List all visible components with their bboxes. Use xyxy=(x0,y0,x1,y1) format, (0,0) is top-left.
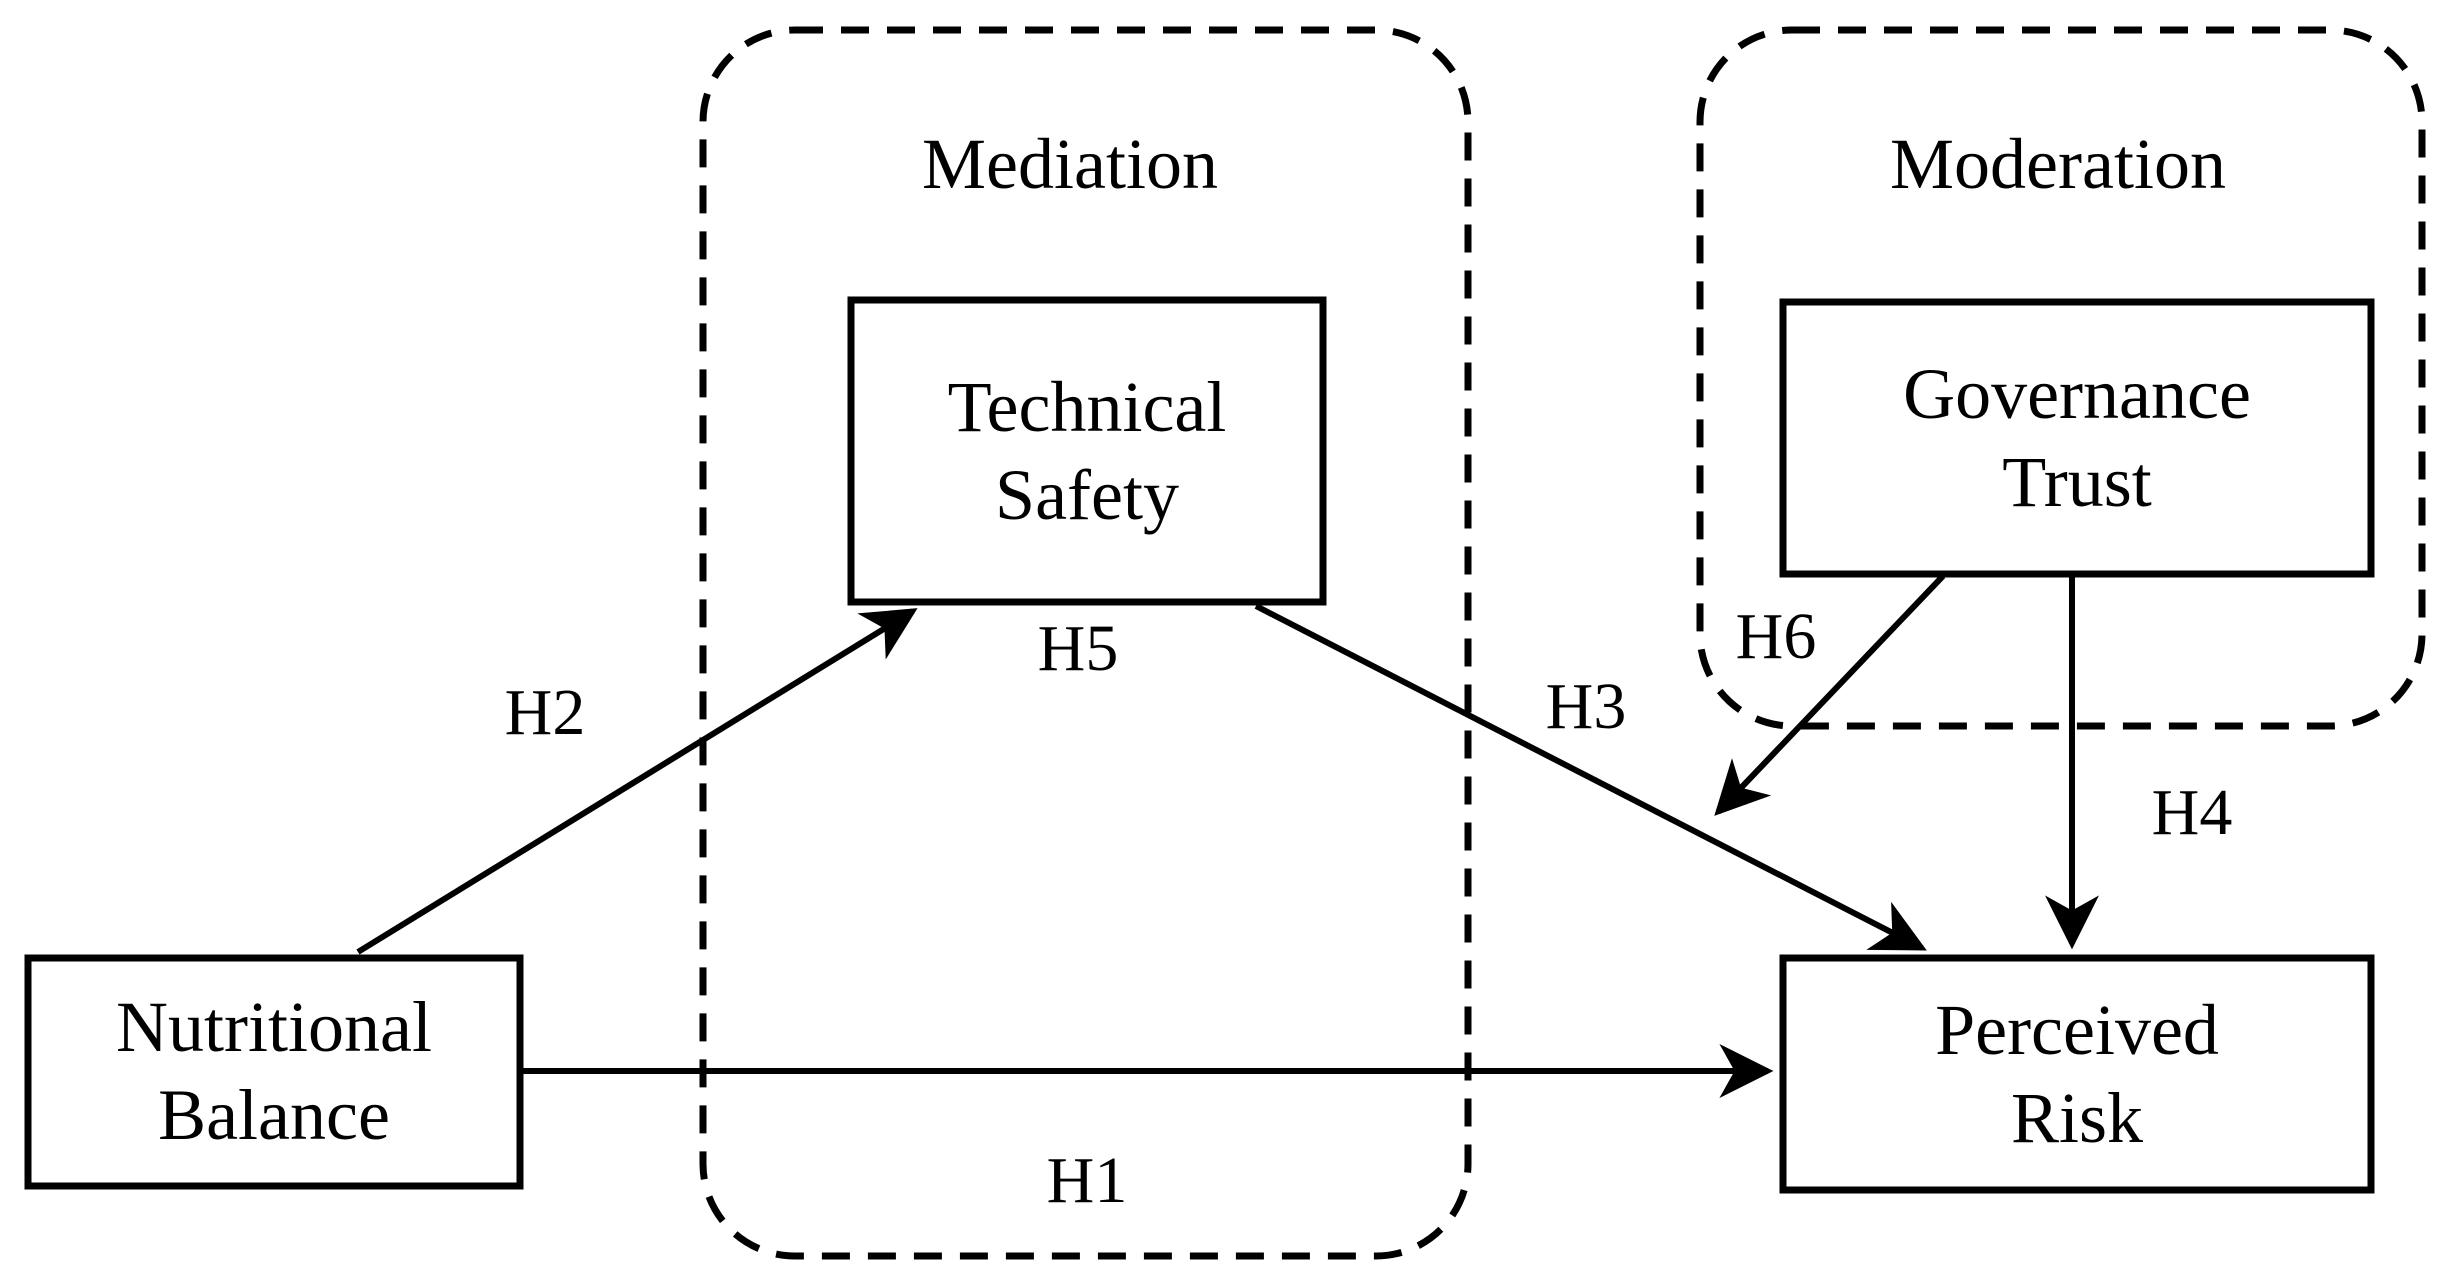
path-arrows xyxy=(356,573,2099,1098)
mediation-region-label: Mediation xyxy=(922,124,1218,204)
technical-safety-label-line2: Safety xyxy=(995,455,1179,535)
governance-trust-box-outline xyxy=(1779,298,2375,578)
h1-label: H1 xyxy=(1047,1144,1128,1217)
technical-safety-box: Technical Safety xyxy=(847,296,1327,606)
nutritional-balance-box-outline xyxy=(24,954,524,1190)
perceived-risk-box-outline xyxy=(1779,954,2375,1194)
hypothesis-labels: H1 H2 H3 H4 H5 H6 xyxy=(505,600,2233,1217)
h3-label: H3 xyxy=(1546,670,1627,743)
h2-arrow xyxy=(356,608,918,955)
h4-label: H4 xyxy=(2152,776,2233,849)
h2-label: H2 xyxy=(505,676,586,749)
technical-safety-label-line1: Technical xyxy=(948,367,1227,447)
moderation-region: Moderation xyxy=(1696,26,2426,730)
mediation-region-outline xyxy=(699,26,1472,1260)
governance-trust-box: Governance Trust xyxy=(1779,298,2375,578)
governance-trust-label-line1: Governance xyxy=(1903,354,2251,434)
h5-label: H5 xyxy=(1038,612,1119,685)
nutritional-balance-label-line2: Balance xyxy=(158,1075,390,1155)
h3-arrow xyxy=(1254,603,1927,951)
governance-trust-label-line2: Trust xyxy=(2002,442,2151,522)
perceived-risk-label-line1: Perceived xyxy=(1935,990,2219,1070)
mediation-region: Mediation xyxy=(699,26,1472,1260)
h6-moderation-arrow xyxy=(1714,573,1946,816)
moderation-region-outline xyxy=(1696,26,2426,730)
technical-safety-box-outline xyxy=(847,296,1327,606)
nutritional-balance-label-line1: Nutritional xyxy=(116,987,432,1067)
moderation-region-label: Moderation xyxy=(1890,124,2226,204)
nutritional-balance-box: Nutritional Balance xyxy=(24,954,524,1190)
perceived-risk-label-line2: Risk xyxy=(2011,1078,2143,1158)
h6-label: H6 xyxy=(1736,600,1817,673)
perceived-risk-box: Perceived Risk xyxy=(1779,954,2375,1194)
